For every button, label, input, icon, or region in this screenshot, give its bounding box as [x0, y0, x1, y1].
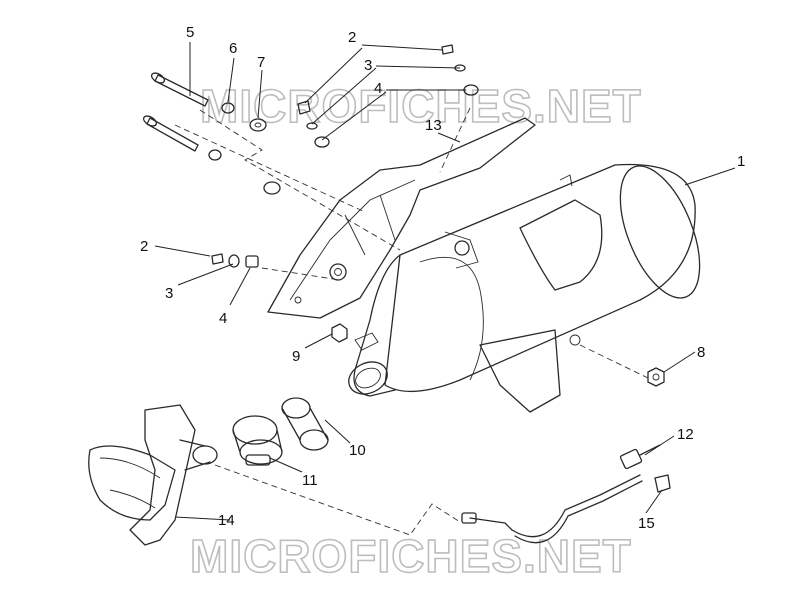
- callout-13: 13: [425, 117, 442, 134]
- callout-12: 12: [677, 426, 694, 443]
- exhaust-pipe: [88, 404, 218, 546]
- callout-15: 15: [638, 515, 655, 532]
- heat-shield-bracket: [267, 117, 536, 319]
- muffler-body: [348, 163, 701, 413]
- callout-8: 8: [697, 344, 705, 361]
- nut: [647, 367, 665, 387]
- callout-5: 5: [186, 24, 194, 41]
- washers: [208, 102, 281, 195]
- lambda-sensor: [461, 444, 661, 544]
- callout-4-left: 4: [219, 310, 227, 327]
- callout-2-left: 2: [140, 238, 148, 255]
- callout-3-top: 3: [364, 57, 372, 74]
- callout-14: 14: [218, 512, 235, 529]
- callout-7: 7: [257, 54, 265, 71]
- callout-labels: 1 2 2 3 3 4 4 5 6 7 8 9 10 11 12 13 14 1…: [140, 24, 745, 532]
- callout-4-top: 4: [374, 80, 382, 97]
- wire-clip: [654, 474, 671, 493]
- watermark-top: MICROFICHES.NET: [200, 80, 642, 132]
- callout-6: 6: [229, 40, 237, 57]
- callout-10: 10: [349, 442, 366, 459]
- leader-lines: [154, 42, 736, 521]
- flange-nut: [331, 323, 348, 343]
- assembly-guide-lines: [174, 107, 649, 536]
- callout-1: 1: [737, 153, 745, 170]
- callout-2-top: 2: [348, 29, 356, 46]
- callout-11: 11: [302, 472, 318, 489]
- callout-3-left: 3: [165, 285, 173, 302]
- gasket-sleeve: [281, 397, 329, 451]
- pipe-clamp: [232, 415, 283, 466]
- mounting-bolts: [142, 72, 209, 152]
- watermark-bottom: MICROFICHES.NET: [190, 530, 632, 582]
- callout-9: 9: [292, 348, 300, 365]
